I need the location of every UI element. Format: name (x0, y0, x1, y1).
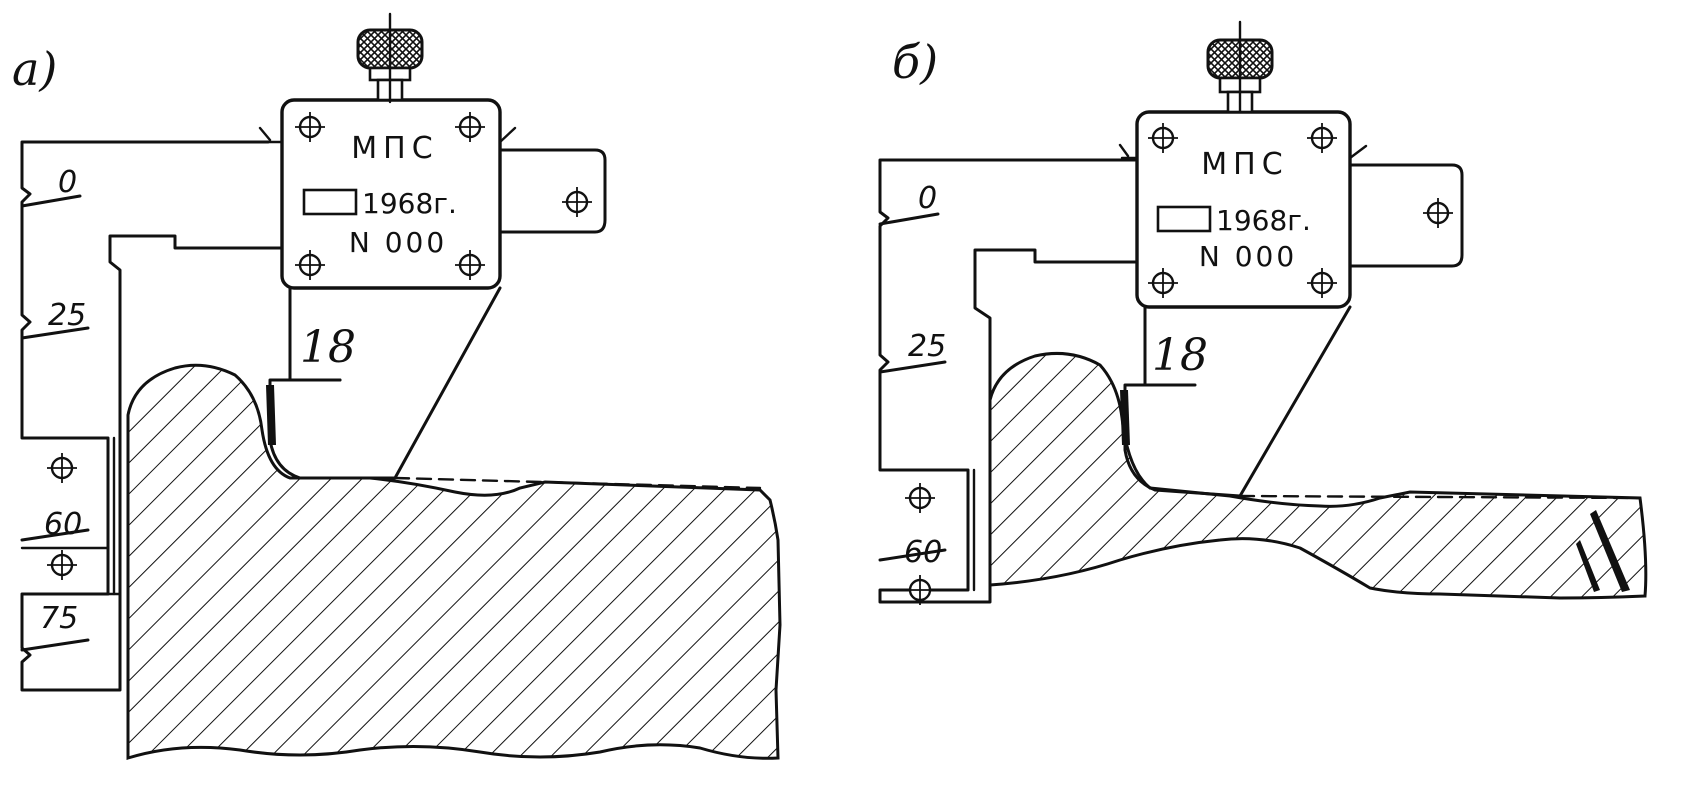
figure-a-label: а) (12, 42, 57, 96)
figure-b: б) 0 25 60 МПС 1968г. N 000 (878, 20, 1648, 607)
gauge-frame-a (20, 140, 282, 692)
knurled-screw-a (356, 12, 424, 104)
plate-number-a: N 000 (349, 226, 447, 259)
plate-year-a: 1968г. (362, 187, 457, 220)
scale-mark-0-a: 0 (58, 165, 77, 200)
scale-mark-25-a: 25 (48, 298, 86, 333)
plate-number-b: N 000 (1199, 240, 1297, 273)
knurled-screw-b (1206, 20, 1274, 114)
scale-mark-0-b: 0 (918, 181, 937, 216)
plate-window-b (1156, 205, 1212, 233)
figure-a: а) 0 25 60 75 МПС 1968г. (12, 12, 782, 761)
screw-hole-icon (45, 548, 79, 582)
screw-hole-icon (45, 451, 79, 485)
reading-a: 18 (300, 322, 356, 373)
scale-mark-75-a: 75 (40, 601, 78, 636)
wheel-profile-section-b (988, 351, 1648, 600)
scale-mark-60-a: 60 (44, 507, 82, 542)
scale-mark-60-b: 60 (904, 535, 942, 570)
plate-brand-b: МПС (1201, 147, 1288, 182)
plate-window-a (302, 188, 358, 216)
figure-b-label: б) (892, 35, 938, 89)
screw-hole-icon (1421, 196, 1455, 230)
scale-mark-25-b: 25 (908, 329, 946, 364)
plate-brand-a: МПС (351, 131, 438, 166)
screw-hole-icon (560, 185, 594, 219)
wheel-profile-section-a (126, 363, 782, 761)
reading-b: 18 (1152, 330, 1208, 381)
screw-hole-icon (903, 481, 937, 515)
measuring-leg-b (1123, 305, 1352, 498)
plate-year-b: 1968г. (1216, 204, 1311, 237)
measuring-leg-a (268, 286, 502, 480)
